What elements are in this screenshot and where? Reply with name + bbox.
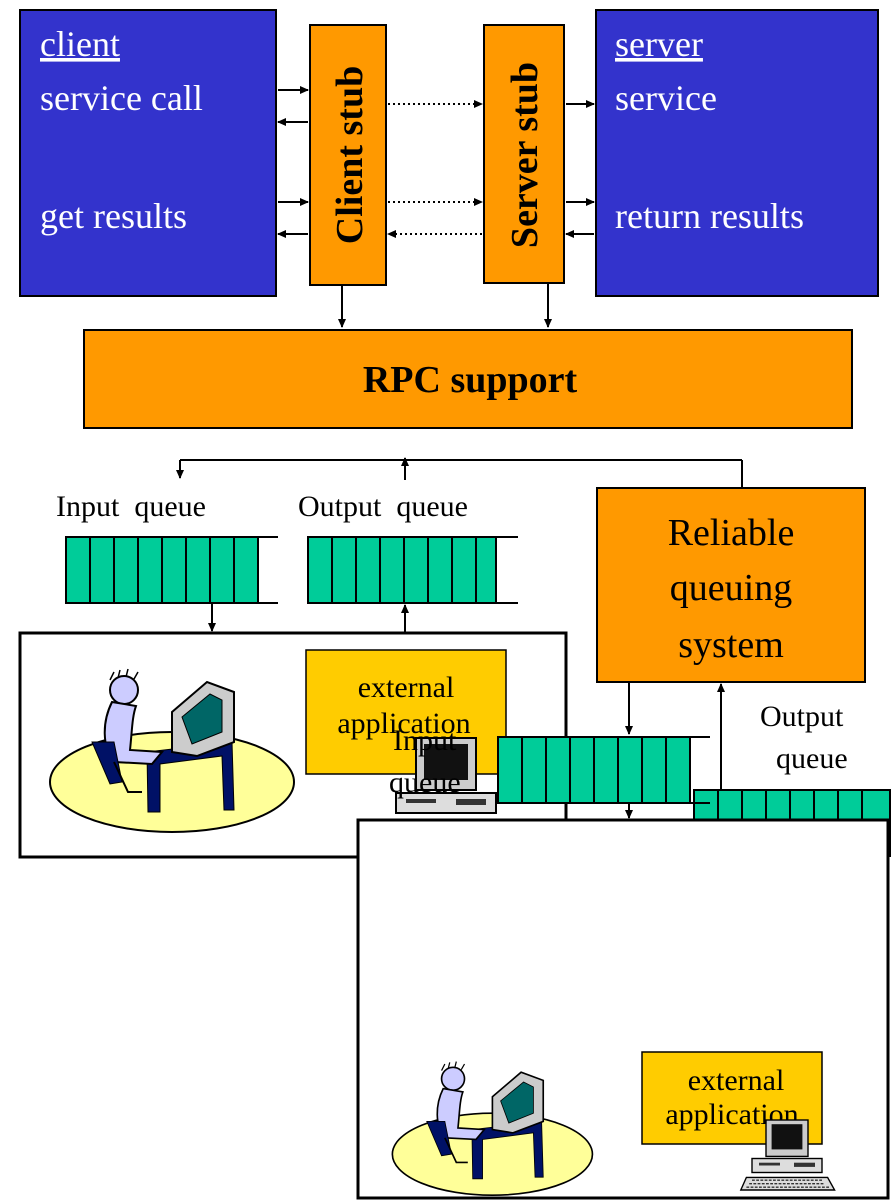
server-box [595,9,879,297]
reliable-line1: Reliable [668,512,795,554]
reliable-line3: system [678,624,784,666]
server-service: service [615,78,717,118]
upper-input-queue [65,536,278,604]
lower-input-queue [497,736,710,804]
upper-output-queue-label: Output queue [298,490,468,523]
server-title: server [615,24,703,64]
server-return-results: return results [615,196,804,236]
client-stub-box [309,24,387,286]
upper-input-queue-label: Input queue [56,490,206,523]
client-service-call: service call [40,78,203,118]
lower-input-label-line2: queue [389,766,461,799]
client-stub-label: Client stub [329,66,371,244]
upper-application-label: application [337,707,470,740]
client-title: client [40,24,120,64]
right-output-label-line2: queue [776,742,848,775]
rpc-support-label: RPC support [363,359,578,401]
server-stub-box [483,24,565,284]
client-get-results: get results [40,196,187,236]
server-stub-label: Server stub [504,62,546,248]
upper-output-queue [307,536,518,604]
client-box [19,9,277,297]
reliable-line2: queuing [670,567,792,609]
lower-external-label: external [688,1064,785,1097]
upper-external-label: external [358,671,455,704]
lower-input-label-line1: Input [393,724,457,757]
right-output-label-line1: Output [760,700,844,733]
reliable-queuing-box [596,487,866,683]
rpc-support-box [83,329,853,429]
